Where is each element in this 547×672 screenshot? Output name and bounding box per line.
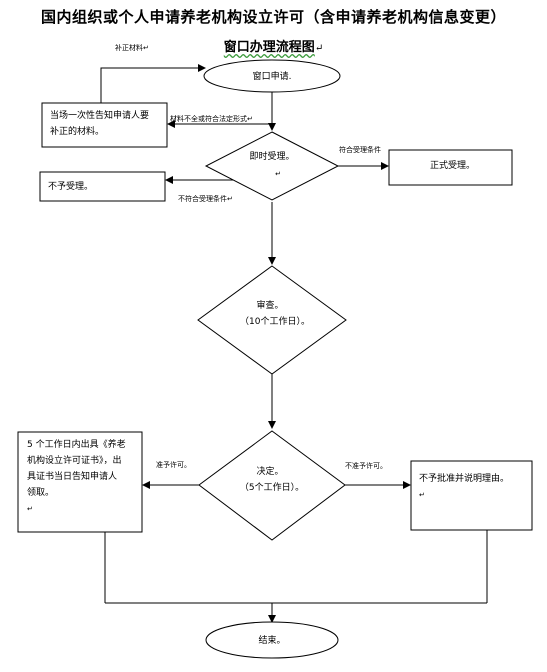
deny-line-2: ↵ bbox=[419, 491, 425, 499]
correct-box bbox=[41, 102, 168, 148]
decision-label: 决定。 bbox=[256, 465, 283, 477]
permit-box bbox=[17, 431, 143, 533]
accept-check-mark: ↵ bbox=[275, 170, 281, 178]
correct-line-2: 补正的材料。 bbox=[50, 125, 104, 137]
apply-label: 窗口申请. bbox=[253, 70, 292, 82]
label-deny: 不准予许可。 bbox=[345, 461, 387, 470]
accept-check-diamond bbox=[204, 131, 340, 201]
review-days: （10个工作日）。 bbox=[240, 315, 310, 327]
diagram-subtitle: 窗口办理流程图↵ bbox=[0, 36, 547, 55]
formal-accept-box bbox=[388, 149, 513, 186]
label-meets: 符合受理条件 bbox=[339, 145, 381, 154]
decision-diamond bbox=[198, 430, 346, 541]
formal-accept-label: 正式受理。 bbox=[430, 159, 475, 171]
label-grant: 准予许可。 bbox=[156, 460, 191, 469]
correct-line-1: 当场一次性告知申请人要 bbox=[50, 109, 149, 121]
subtitle-text: 窗口办理流程图 bbox=[223, 40, 315, 55]
review-diamond bbox=[197, 265, 347, 375]
permit-line-4: 领取。 bbox=[27, 486, 54, 498]
reject-label: 不予受理。 bbox=[48, 180, 93, 192]
deny-line-1: 不予批准并说明理由。 bbox=[419, 472, 509, 484]
label-supplement: 补正材料↵ bbox=[115, 43, 149, 52]
subtitle-mark: ↵ bbox=[314, 43, 324, 54]
end-oval bbox=[205, 621, 339, 659]
reject-box bbox=[39, 171, 166, 202]
permit-line-3: 具证书当日告知申请人 bbox=[27, 470, 117, 482]
decision-days: （5个工作日）。 bbox=[240, 481, 304, 493]
permit-line-1: 5 个工作日内出具《养老 bbox=[27, 438, 126, 450]
permit-line-2: 机构设立许可证书》，出 bbox=[27, 454, 122, 466]
end-label: 结束。 bbox=[258, 634, 285, 646]
review-label: 审查。 bbox=[256, 299, 283, 311]
deny-box bbox=[410, 460, 533, 531]
edge-supplement bbox=[100, 64, 206, 103]
label-not-meets: 不符合受理条件↵ bbox=[178, 194, 233, 203]
permit-line-5: ↵ bbox=[27, 505, 33, 513]
connectors bbox=[100, 64, 488, 623]
label-incomplete: 材料不全或符合法定形式↵ bbox=[170, 114, 253, 123]
accept-check-label: 即时受理。 bbox=[249, 150, 294, 162]
apply-oval bbox=[203, 59, 341, 93]
diagram-title: 国内组织或个人申请养老机构设立许可（含申请养老机构信息变更） bbox=[40, 8, 506, 26]
